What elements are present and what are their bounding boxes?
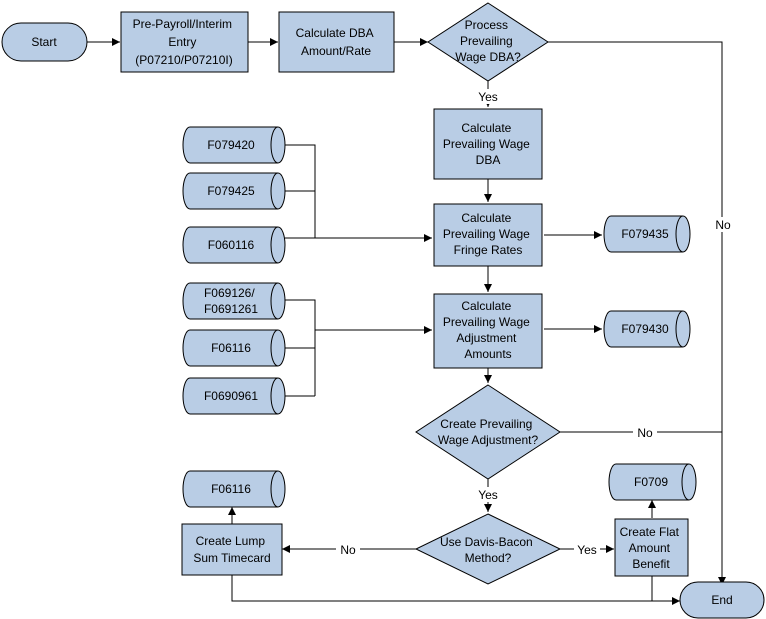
- edge-label-db-yes: Yes: [577, 543, 597, 557]
- calc-dba-process: Calculate DBA Amount/Rate: [278, 11, 395, 73]
- table-f069126-label: F069126/ F0691261: [204, 286, 258, 316]
- end-label: End: [711, 593, 732, 607]
- edge-label-adj-no: No: [637, 426, 653, 440]
- calc-adjustment-process: Calculate Prevailing Wage Adjustment Amo…: [433, 293, 543, 369]
- edge-f069126-input: [285, 299, 316, 396]
- create-pw-adjustment-label: Create Prevailing Wage Adjustment?: [438, 417, 539, 447]
- calc-adjustment-label: Calculate Prevailing Wage Adjustment Amo…: [443, 299, 533, 361]
- table-f06116-output: F06116: [182, 470, 286, 508]
- table-f079420: F079420: [182, 126, 286, 164]
- calc-pw-dba-label: Calculate Prevailing Wage DBA: [443, 121, 533, 167]
- edge-lump-sum-to-end: [231, 575, 680, 605]
- use-davis-bacon-decision: Use Davis-Bacon Method?: [414, 513, 562, 585]
- table-f060116-label: F060116: [208, 238, 255, 252]
- calc-pw-dba-process: Calculate Prevailing Wage DBA: [433, 108, 543, 180]
- table-f0709: F0709: [608, 463, 697, 501]
- table-f06116-input: F06116: [182, 329, 286, 367]
- table-f079435: F079435: [603, 215, 691, 253]
- table-f079430-label: F079430: [621, 322, 669, 336]
- create-lump-sum-process: Create Lump Sum Timecard: [181, 523, 283, 576]
- table-f060116: F060116: [182, 226, 286, 264]
- edge-label-dba-no: No: [715, 218, 731, 232]
- create-flat-amount-label: Create Flat Amount Benefit: [620, 525, 683, 571]
- table-f06116-output-label: F06116: [211, 482, 251, 496]
- edge-labels: Yes No No Yes No Yes: [336, 89, 735, 557]
- table-f06116-input-label: F06116: [211, 341, 251, 355]
- end-terminator: End: [679, 581, 765, 619]
- edge-label-adj-yes: Yes: [478, 488, 498, 502]
- edge-label-dba-yes: Yes: [478, 90, 498, 104]
- edge-dba-decision-no: [548, 41, 726, 585]
- edge-label-db-no: No: [340, 543, 356, 557]
- start-label: Start: [31, 35, 57, 49]
- edge-f079420-input: [285, 144, 316, 238]
- table-f079420-label: F079420: [207, 138, 255, 152]
- create-pw-adjustment-decision: Create Prevailing Wage Adjustment?: [415, 384, 561, 480]
- table-f069126: F069126/ F0691261: [182, 282, 286, 320]
- create-lump-sum-label: Create Lump Sum Timecard: [193, 534, 270, 565]
- create-flat-amount-process: Create Flat Amount Benefit: [614, 518, 689, 577]
- table-f079425: F079425: [182, 172, 286, 210]
- process-pw-dba-decision: Process Prevailing Wage DBA?: [427, 2, 549, 82]
- pre-payroll-label: Pre-Payroll/Interim Entry (P07210/P07210…: [133, 17, 236, 67]
- table-f079435-label: F079435: [621, 227, 669, 241]
- table-f0690961: F0690961: [182, 377, 286, 415]
- pre-payroll-process: Pre-Payroll/Interim Entry (P07210/P07210…: [120, 11, 249, 73]
- start-terminator: Start: [1, 22, 88, 62]
- process-pw-dba-label: Process Prevailing Wage DBA?: [455, 18, 521, 64]
- table-f079430: F079430: [603, 310, 691, 348]
- table-f0709-label: F0709: [634, 475, 668, 489]
- table-f079425-label: F079425: [207, 184, 255, 198]
- calc-dba-label: Calculate DBA Amount/Rate: [296, 26, 377, 58]
- calc-fringe-process: Calculate Prevailing Wage Fringe Rates: [433, 203, 543, 267]
- table-f0690961-label: F0690961: [204, 389, 258, 403]
- use-davis-bacon-label: Use Davis-Bacon Method?: [440, 535, 536, 565]
- calc-fringe-label: Calculate Prevailing Wage Fringe Rates: [443, 211, 533, 257]
